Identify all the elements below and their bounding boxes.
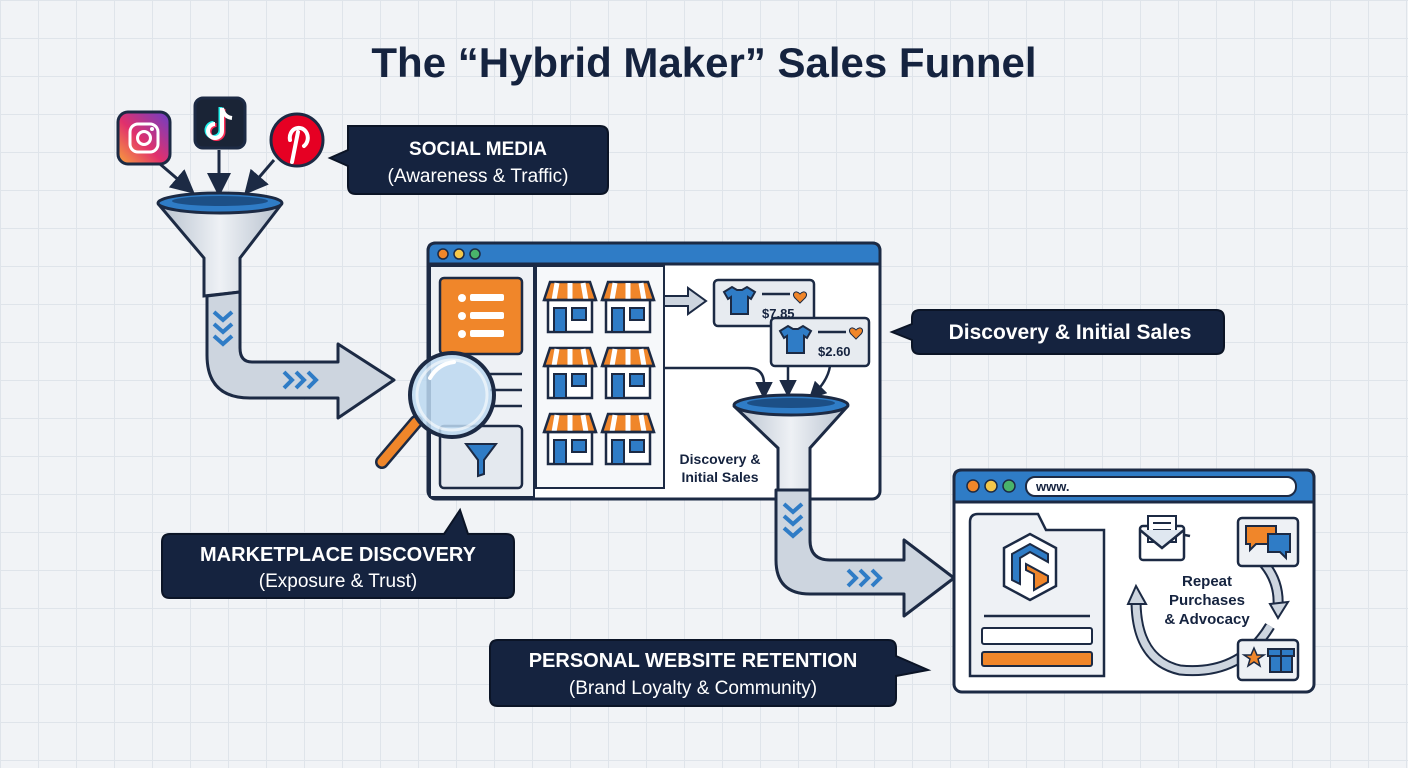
retention-callout: PERSONAL WEBSITE RETENTION (Brand Loyalt… [489,639,932,707]
product-card-2: $2.60 [769,316,871,368]
heart-icon [849,327,863,340]
retention-sub: (Brand Loyalty & Community) [569,678,817,699]
star-icon [1241,646,1267,668]
brand-logo-icon [1002,532,1058,602]
store-icon [542,280,598,334]
social-inflow-arrows [159,150,276,197]
store-to-product-arrow [663,286,708,316]
email-icon [1138,515,1186,562]
magnifier-icon [375,351,496,469]
inner-discovery-label-line2: Initial Sales [681,469,758,485]
social-funnel [156,191,284,298]
cycle-label-line2: Purchases [1169,592,1245,609]
store-icon [600,346,656,400]
retention-heading: PERSONAL WEBSITE RETENTION [529,650,858,672]
list-menu-icon [438,276,524,356]
discovery-callout: Discovery & Initial Sales [889,309,1225,355]
pipe-social-to-marketplace [205,290,396,420]
instagram-icon [116,110,172,166]
discovery-heading: Discovery & Initial Sales [949,321,1192,344]
social-media-callout: SOCIAL MEDIA (Awareness & Traffic) [327,125,609,195]
marketplace-sub: (Exposure & Trust) [259,571,417,592]
store-icon [600,280,656,334]
page-title: The “Hybrid Maker” Sales Funnel [371,39,1036,86]
pipe-marketplace-to-website [774,488,956,618]
store-icon [542,412,598,466]
store-icon [600,412,656,466]
cycle-label-line1: Repeat [1182,573,1232,590]
social-media-heading: SOCIAL MEDIA [409,139,547,160]
gift-icon [1267,648,1295,673]
tshirt-icon [722,285,757,315]
website-window: www. [952,468,1316,694]
inner-discovery-label-line1: Discovery & [680,451,761,467]
product-price-2: $2.60 [818,344,851,359]
chat-icon [1236,516,1300,568]
reward-icon [1236,638,1300,682]
pinterest-icon [269,112,325,168]
marketplace-callout: MARKETPLACE DISCOVERY (Exposure & Trust) [161,507,515,599]
marketplace-heading: MARKETPLACE DISCOVERY [200,544,477,566]
heart-icon [793,291,807,304]
address-bar-url: www. [1035,479,1069,494]
product-to-funnel-arrows [664,365,832,400]
social-media-sub: (Awareness & Traffic) [388,166,569,187]
cycle-label-line3: & Advocacy [1164,611,1250,628]
store-icon [542,346,598,400]
store-grid [542,280,656,466]
marketplace-funnel [732,393,850,494]
tiktok-icon [193,96,247,150]
address-bar [1025,476,1297,497]
tshirt-icon [778,324,813,354]
